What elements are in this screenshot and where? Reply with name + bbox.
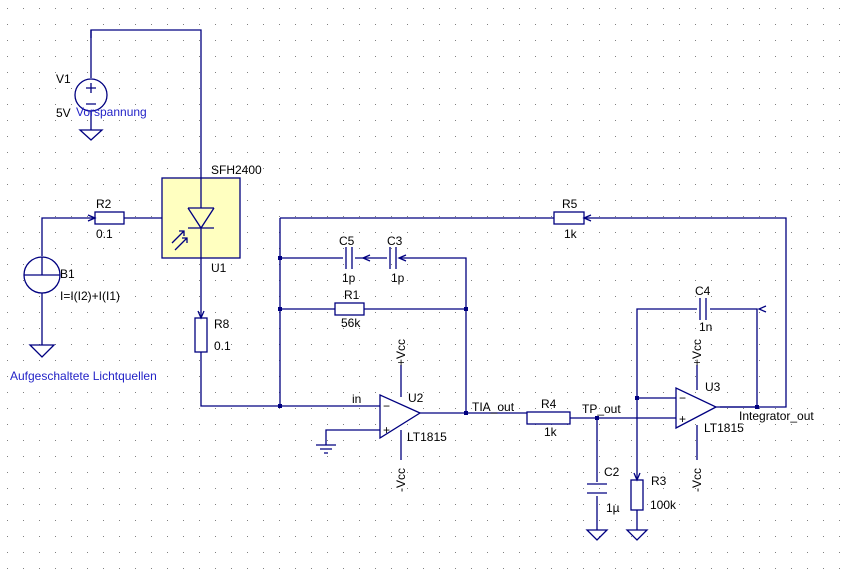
c5-ref: C5 [339, 234, 355, 248]
r1-ref: R1 [344, 288, 360, 302]
wire-u2-plus-ground [325, 429, 380, 445]
net-label-integrator-out: Integrator_out [739, 409, 814, 423]
u3-ref: U3 [705, 380, 721, 394]
capacitor-c4[interactable]: C4 1n [695, 284, 712, 334]
resistor-r5[interactable]: R5 1k [553, 197, 585, 241]
r3-ref: R3 [651, 474, 667, 488]
c2-value: 1µ [606, 501, 620, 515]
wire-c3-right [399, 257, 467, 413]
c4-ref: C4 [695, 284, 711, 298]
net-label-in: in [352, 392, 361, 406]
wire-c4-right [710, 308, 758, 407]
u3-plus-sign: + [679, 412, 686, 426]
c3-value: 1p [391, 271, 405, 285]
v1-value: 5V [56, 106, 71, 120]
r8-value: 0.1 [214, 339, 231, 353]
u2-vneg: -Vcc [394, 468, 408, 492]
c4-value: 1n [699, 320, 712, 334]
wire-r8-to-in [200, 352, 380, 407]
r5-ref: R5 [562, 197, 578, 211]
net-label-tp-out: TP_out [582, 402, 621, 416]
resistor-r3[interactable]: R3 100k [625, 474, 677, 541]
opamp-u2[interactable]: − + U2 LT1815 +Vcc -Vcc [316, 339, 447, 492]
u2-vpos: +Vcc [394, 339, 408, 366]
r8-ref: R8 [214, 317, 230, 331]
r4-value: 1k [544, 425, 558, 439]
v1-note: Vorspannung [76, 105, 147, 119]
capacitor-c3[interactable]: C3 1p [387, 234, 405, 285]
voltage-source-v1[interactable]: V1 5V Vorspannung [56, 72, 147, 141]
u3-part: LT1815 [704, 421, 744, 435]
wire-v1-to-u1 [90, 29, 202, 178]
u2-part: LT1815 [407, 430, 447, 444]
net-labels: in TIA_out TP_out Integrator_out [352, 392, 814, 423]
resistor-r2[interactable]: R2 0.1 [94, 197, 125, 241]
u2-minus-sign: − [383, 399, 390, 413]
resistor-r8[interactable]: R8 0.1 [194, 317, 231, 353]
r5-value: 1k [564, 227, 578, 241]
v1-ref: V1 [56, 72, 71, 86]
b1-value: I=I(I2)+I(I1) [60, 289, 120, 303]
c5-value: 1p [342, 271, 356, 285]
r1-value: 56k [341, 316, 361, 330]
resistor-r4[interactable]: R4 1k [526, 397, 571, 439]
c3-ref: C3 [387, 234, 403, 248]
r2-ref: R2 [96, 197, 112, 211]
u2-plus-sign: + [383, 423, 390, 437]
u2-ref: U2 [408, 391, 424, 405]
net-label-tia-out: TIA_out [472, 400, 515, 414]
pin-markers [87, 30, 767, 482]
u3-minus-sign: − [679, 391, 686, 405]
u3-vneg: -Vcc [690, 468, 704, 492]
opamp-u3[interactable]: − + U3 LT1815 +Vcc -Vcc [675, 339, 744, 492]
u3-vpos: +Vcc [690, 339, 704, 366]
resistor-r1[interactable]: R1 56k [334, 288, 365, 330]
c2-ref: C2 [604, 465, 620, 479]
wire-b1-to-r2 [41, 217, 95, 256]
b1-ref: B1 [60, 267, 75, 281]
capacitor-c2[interactable]: C2 1µ [585, 465, 620, 541]
wires [41, 29, 787, 530]
capacitor-c5[interactable]: C5 1p [339, 234, 356, 285]
r2-value: 0.1 [96, 227, 113, 241]
u1-ref: U1 [211, 261, 227, 275]
current-source-b1[interactable]: B1 I=I(I2)+I(I1) Aufgeschaltete Lichtque… [10, 256, 157, 383]
wire-c4-left [636, 308, 697, 398]
r3-value: 100k [650, 498, 677, 512]
r4-ref: R4 [541, 397, 557, 411]
junction-dots [278, 256, 759, 420]
photodiode-u1[interactable]: SFH2400 U1 [161, 163, 262, 275]
b1-note: Aufgeschaltete Lichtquellen [10, 369, 157, 383]
u1-part: SFH2400 [211, 163, 262, 177]
